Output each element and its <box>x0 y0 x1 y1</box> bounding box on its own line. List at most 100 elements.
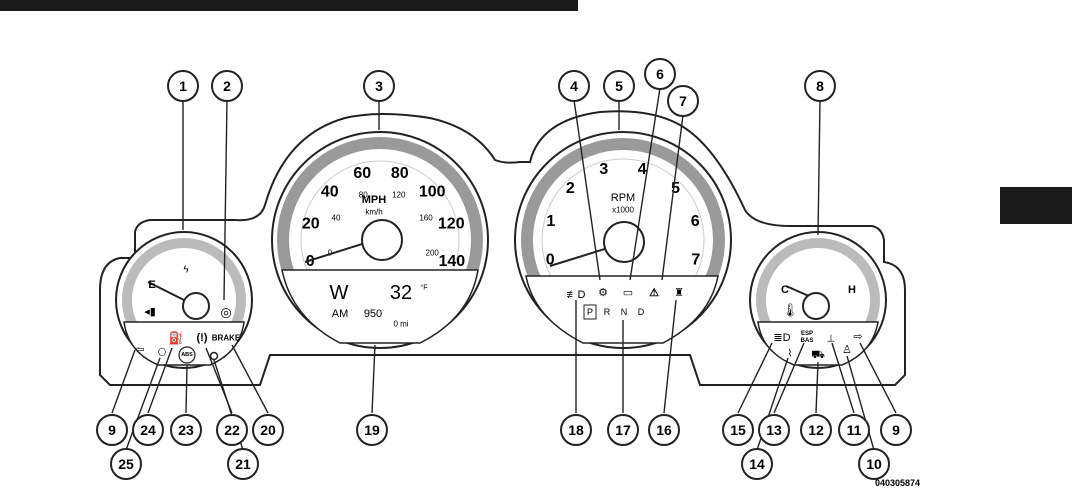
svg-text:9: 9 <box>108 422 116 438</box>
speed-unit-label: MPH <box>362 194 387 206</box>
svg-text:4: 4 <box>570 78 578 94</box>
coolant-temp-icon: 🌡 <box>782 303 799 318</box>
rpm-unit-label: RPM <box>611 192 635 204</box>
rpm-tick-label: 2 <box>566 180 575 197</box>
svg-text:24: 24 <box>140 422 156 438</box>
callout-12: 12 <box>801 415 831 445</box>
odometer-digit: W <box>330 282 349 304</box>
svg-text:22: 22 <box>224 422 240 438</box>
bas-label: BAS <box>801 338 814 344</box>
mph-tick-label: 40 <box>321 183 339 200</box>
brake-warning-label: BRAKE <box>212 334 241 343</box>
abs-icon: ABS <box>181 352 193 358</box>
airbag-icon: ♙ <box>842 344 852 356</box>
tire-pressure-icon: (!) <box>197 332 208 344</box>
mph-tick-label: 100 <box>419 183 446 200</box>
seatbelt-icon: ♜ <box>674 287 684 299</box>
battery-icon: ▭ <box>623 287 633 299</box>
callout-4: 4 <box>559 71 589 101</box>
svg-text:23: 23 <box>178 422 194 438</box>
callout-9: 9 <box>97 415 127 445</box>
callout-9: 9 <box>881 415 911 445</box>
svg-text:7: 7 <box>679 93 687 109</box>
temp-hot-label: H <box>848 284 856 296</box>
callout-3: 3 <box>364 71 394 101</box>
section-tab <box>1000 187 1072 224</box>
high-beam-icon: ≣D <box>773 332 790 344</box>
header-bar <box>0 0 578 11</box>
svg-text:21: 21 <box>235 456 251 472</box>
callout-16: 16 <box>649 415 679 445</box>
callout-23: 23 <box>171 415 201 445</box>
svg-text:6: 6 <box>656 66 664 82</box>
rpm-tick-label: 6 <box>691 213 700 230</box>
fog-light-icon: ≢D <box>567 289 586 301</box>
callout-25: 25 <box>111 449 141 479</box>
fuel-door-icon: ◂▮ <box>144 306 156 318</box>
traction-icon: ⚠ <box>649 287 659 299</box>
svg-text:15: 15 <box>730 422 746 438</box>
mph-tick-label: 80 <box>391 165 409 182</box>
callout-7: 7 <box>668 86 698 116</box>
fuel-gauge: E ◂▮ ◎ ϟ ⛽ (!) BRAKE ⇦ ⎔ ABS <box>116 232 252 368</box>
kmh-tick-label: 120 <box>392 191 406 200</box>
fuel-pump-icon: ⛽ <box>169 331 184 345</box>
svg-text:5: 5 <box>615 78 623 94</box>
callout-18: 18 <box>561 415 591 445</box>
callout-1: 1 <box>168 71 198 101</box>
kmh-tick-label: 40 <box>332 214 341 223</box>
svg-text:12: 12 <box>808 422 824 438</box>
kmh-tick-label: 160 <box>419 214 433 223</box>
rpm-multiplier-label: x1000 <box>612 206 634 215</box>
gear-warning-icon: ◎ <box>220 305 231 320</box>
rpm-tick-label: 1 <box>546 213 555 230</box>
callout-14: 14 <box>742 449 772 479</box>
vehicle-security-icon: ⛟ <box>811 349 825 361</box>
rpm-tick-label: 7 <box>691 252 700 269</box>
outside-temp-value: 32 <box>390 282 412 304</box>
left-turn-icon: ⇦ <box>135 344 144 356</box>
outside-temp-unit: °F <box>420 284 427 292</box>
svg-text:16: 16 <box>656 422 672 438</box>
mph-tick-label: 60 <box>353 165 371 182</box>
svg-text:3: 3 <box>375 78 383 94</box>
odometer-value: 950 <box>364 308 382 320</box>
coolant-warning-icon: ⊥ <box>827 334 836 345</box>
callout-6: 6 <box>645 59 675 89</box>
kmh-tick-label: 200 <box>426 249 440 258</box>
callout-5: 5 <box>604 71 634 101</box>
svg-text:14: 14 <box>749 456 765 472</box>
clock-ampm: AM <box>332 308 349 320</box>
gear-letter: D <box>638 307 645 317</box>
callout-15: 15 <box>723 415 753 445</box>
callout-20: 20 <box>253 415 283 445</box>
callout-8: 8 <box>805 71 835 101</box>
temp-cold-label: C <box>781 284 789 296</box>
oil-pressure-icon: ⌇ <box>788 349 793 360</box>
mph-tick-label: 120 <box>438 216 465 233</box>
callout-10: 10 <box>859 449 889 479</box>
rpm-tick-label: 4 <box>638 161 647 178</box>
callout-19: 19 <box>357 415 387 445</box>
svg-text:19: 19 <box>364 422 380 438</box>
check-engine-icon: ⎔ <box>158 348 167 359</box>
trip-value: 0 mi <box>393 320 408 329</box>
svg-text:11: 11 <box>847 422 862 438</box>
svg-text:25: 25 <box>118 456 134 472</box>
svg-text:8: 8 <box>816 78 824 94</box>
svg-text:13: 13 <box>766 422 782 438</box>
callout-2: 2 <box>212 71 242 101</box>
callout-24: 24 <box>133 415 163 445</box>
mph-tick-label: 140 <box>438 253 465 270</box>
callout-21: 21 <box>228 449 258 479</box>
right-turn-icon: ⇨ <box>853 331 862 343</box>
speed-subunit-label: km/h <box>365 208 382 217</box>
callout-11: 11 <box>839 415 869 445</box>
mph-tick-label: 20 <box>302 216 320 233</box>
svg-text:9: 9 <box>892 422 900 438</box>
callout-17: 17 <box>608 415 638 445</box>
svg-text:2: 2 <box>223 78 231 94</box>
cruise-icon: ⚙ <box>598 287 608 299</box>
